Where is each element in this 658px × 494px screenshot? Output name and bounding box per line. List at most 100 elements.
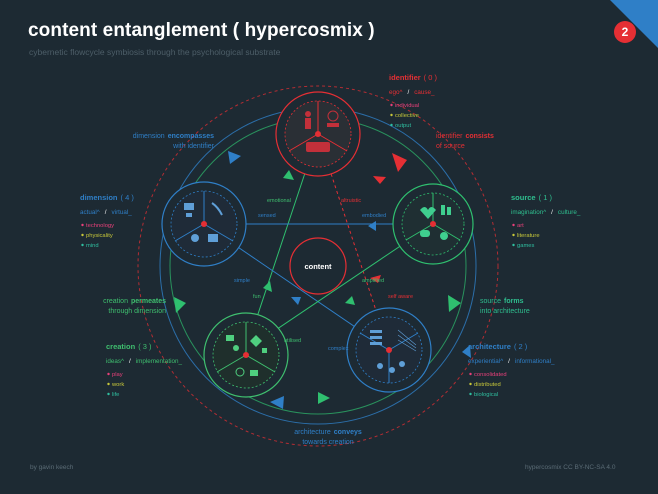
creation-bullet-1	[107, 382, 110, 386]
architecture-item-0: consolidated	[474, 372, 507, 378]
creation-icons	[226, 335, 267, 377]
arrow-architecture-creation-blue	[270, 396, 284, 409]
source-bullet-0	[512, 223, 515, 227]
identifier-item-0: individual	[395, 103, 419, 109]
inner-edge-labels: emotional altruistic sensed embodied amp…	[234, 198, 413, 352]
dimension-item-2: mind	[86, 243, 99, 249]
source-item-2: games	[517, 243, 535, 249]
relation-source-architecture-line2: into architecture	[480, 308, 530, 315]
edge-label-emotional: emotional	[267, 198, 291, 204]
dimension-title: dimension	[80, 193, 118, 202]
svg-text:source( 1 ): source( 1 )	[511, 193, 552, 202]
dimension-bullet-2	[81, 243, 84, 247]
svg-text:architecture( 2 ): architecture( 2 )	[468, 342, 528, 351]
identifier-axis-sep: /	[407, 89, 409, 96]
arrow-source-architecture	[448, 295, 461, 312]
svg-text:dimension( 4 ): dimension( 4 )	[80, 193, 134, 202]
relation-creation-dimension-line2: through dimension	[108, 308, 166, 315]
architecture-bullet-2	[469, 392, 472, 396]
arrow-identifier-source	[392, 153, 407, 172]
page-title: content entanglement ( hypercosmix )	[28, 20, 375, 41]
identifier-item-2: output	[395, 123, 412, 129]
edge-label-utilised: utilised	[284, 338, 301, 344]
arrow-creation-dimension	[174, 297, 186, 313]
node-dimension-dividers	[174, 191, 234, 242]
creation-item-0: play	[112, 372, 123, 378]
arrow-architecture-creation-green	[318, 392, 330, 404]
svg-text:experiential^/informational_: experiential^ / informational_	[468, 358, 555, 365]
node-dimension[interactable]	[161, 181, 247, 267]
architecture-axis-sep: /	[508, 358, 510, 365]
architecture-icons	[370, 329, 417, 373]
source-item-1: literature	[517, 233, 540, 239]
node-identifier-hub	[315, 131, 321, 137]
page-number-badge: 2	[614, 21, 636, 43]
footer-license: hypercosmix CC BY-NC-SA 4.0	[525, 464, 616, 471]
source-textblock: source( 1 ) imagination^/culture_ art li…	[511, 193, 581, 249]
identifier-title: identifier	[389, 73, 421, 82]
center-circle	[289, 237, 347, 295]
edge-label-fun: fun	[253, 294, 261, 300]
node-architecture-hub	[386, 347, 392, 353]
identifier-textblock: identifier( 0 ) ego^/cause_ individual c…	[389, 73, 438, 129]
arrow-inner-blue-2	[291, 297, 301, 305]
arrow-inner-red-2	[370, 275, 381, 283]
node-identifier-dividers	[288, 101, 348, 152]
dimension-icons	[184, 202, 223, 242]
edge-label-altruistic: altruistic	[341, 198, 361, 204]
cycle-arrows	[174, 151, 471, 409]
edge-label-embodied: embodied	[362, 213, 386, 219]
arrow-inner-blue	[368, 221, 376, 231]
dimension-axis-sep: /	[105, 209, 107, 216]
source-axis-b: culture_	[558, 209, 581, 216]
node-identifier[interactable]	[275, 91, 361, 177]
creation-bullet-0	[107, 372, 110, 376]
dimension-count: ( 4 )	[121, 193, 135, 202]
source-count: ( 1 )	[539, 193, 553, 202]
svg-text:ideas^/implementation_: ideas^ / implementation_	[106, 358, 182, 365]
node-source-hub	[430, 221, 436, 227]
source-bullet-2	[512, 243, 515, 247]
source-axis-a: imagination^	[511, 209, 546, 216]
identifier-bullet-2	[390, 123, 393, 127]
identifier-axis-b: cause_	[414, 89, 435, 96]
svg-text:actual^/virtual_: actual^ / virtual_	[80, 209, 132, 216]
architecture-axis-b: informational_	[515, 358, 555, 365]
architecture-axis-a: experiential^	[468, 358, 503, 365]
dimension-item-1: physicality	[86, 233, 113, 239]
arrow-inner-green-3	[263, 281, 272, 292]
relation-architecture-creation-line2: towards creation	[302, 439, 353, 446]
creation-axis-a: ideas^	[106, 358, 124, 365]
node-creation-dividers	[216, 322, 276, 373]
source-bullet-1	[512, 233, 515, 237]
source-item-0: art	[517, 223, 524, 229]
arrow-dimension-identifier	[228, 151, 241, 164]
architecture-item-2: biological	[474, 392, 498, 398]
edge-label-self-aware: self aware	[388, 294, 413, 300]
footer-author: by gavin keech	[30, 464, 74, 471]
creation-textblock: creation( 3 ) ideas^/implementation_ pla…	[106, 342, 182, 398]
arrow-right-blue	[462, 345, 471, 358]
svg-text:identifier( 0 ): identifier( 0 )	[389, 73, 438, 82]
dimension-bullet-1	[81, 233, 84, 237]
identifier-axis-a: ego^	[389, 89, 403, 96]
creation-axis-sep: /	[129, 358, 131, 365]
identifier-count: ( 0 )	[424, 73, 438, 82]
dimension-axis-a: actual^	[80, 209, 100, 216]
node-creation[interactable]	[203, 312, 289, 398]
center-label: content	[304, 262, 332, 271]
dimension-axis-b: virtual_	[112, 209, 133, 216]
relation-dimension-identifier-line2: with identifier	[172, 143, 215, 150]
node-architecture[interactable]	[346, 307, 432, 393]
node-source[interactable]	[392, 183, 474, 265]
creation-axis-b: implementation_	[136, 358, 183, 365]
dimension-item-0: technology	[86, 223, 114, 229]
creation-item-2: life	[112, 392, 119, 398]
